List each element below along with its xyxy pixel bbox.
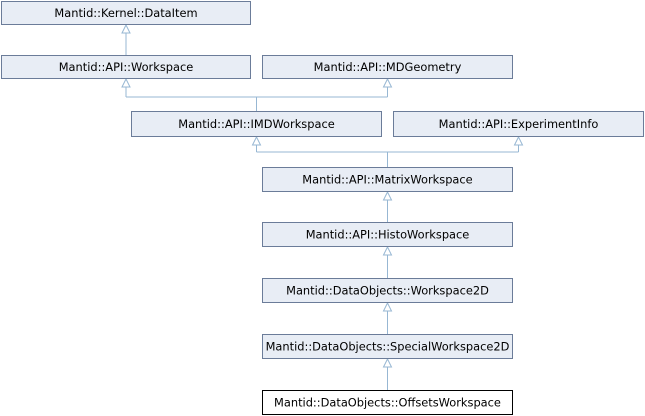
node-workspace[interactable]: Mantid::API::Workspace (1, 55, 251, 79)
node-label: Mantid::DataObjects::SpecialWorkspace2D (266, 340, 510, 354)
inheritance-arrowhead (382, 357, 393, 368)
node-label: Mantid::API::Workspace (59, 60, 194, 74)
node-dataitem[interactable]: Mantid::Kernel::DataItem (1, 1, 251, 25)
inheritance-arrowhead (382, 77, 393, 88)
inheritance-edges (121, 23, 524, 390)
node-workspace2d[interactable]: Mantid::DataObjects::Workspace2D (262, 278, 513, 303)
inheritance-arrowhead (382, 245, 393, 256)
inheritance-arrowhead (382, 301, 393, 312)
node-experimentinfo[interactable]: Mantid::API::ExperimentInfo (393, 111, 644, 137)
node-label: Mantid::API::ExperimentInfo (439, 117, 599, 131)
node-label: Mantid::API::MDGeometry (314, 60, 462, 74)
node-offsetsworkspace: Mantid::DataObjects::OffsetsWorkspace (262, 390, 513, 415)
node-specialworkspace2d[interactable]: Mantid::DataObjects::SpecialWorkspace2D (262, 334, 513, 359)
node-label: Mantid::API::HistoWorkspace (306, 228, 470, 242)
inheritance-arrowhead (513, 135, 524, 146)
inheritance-arrowhead (251, 135, 262, 146)
node-imdworkspace[interactable]: Mantid::API::IMDWorkspace (131, 111, 382, 137)
node-label: Mantid::API::MatrixWorkspace (302, 173, 472, 187)
node-matrixworkspace[interactable]: Mantid::API::MatrixWorkspace (262, 167, 513, 192)
node-label: Mantid::Kernel::DataItem (54, 6, 197, 20)
inheritance-arrowhead (382, 190, 393, 201)
inheritance-arrowhead (121, 77, 131, 88)
node-label: Mantid::DataObjects::Workspace2D (286, 284, 489, 298)
node-label: Mantid::API::IMDWorkspace (178, 117, 334, 131)
node-mdgeometry[interactable]: Mantid::API::MDGeometry (262, 55, 513, 79)
inheritance-arrowhead (121, 23, 131, 34)
node-histoworkspace[interactable]: Mantid::API::HistoWorkspace (262, 222, 513, 247)
node-label: Mantid::DataObjects::OffsetsWorkspace (274, 396, 501, 410)
